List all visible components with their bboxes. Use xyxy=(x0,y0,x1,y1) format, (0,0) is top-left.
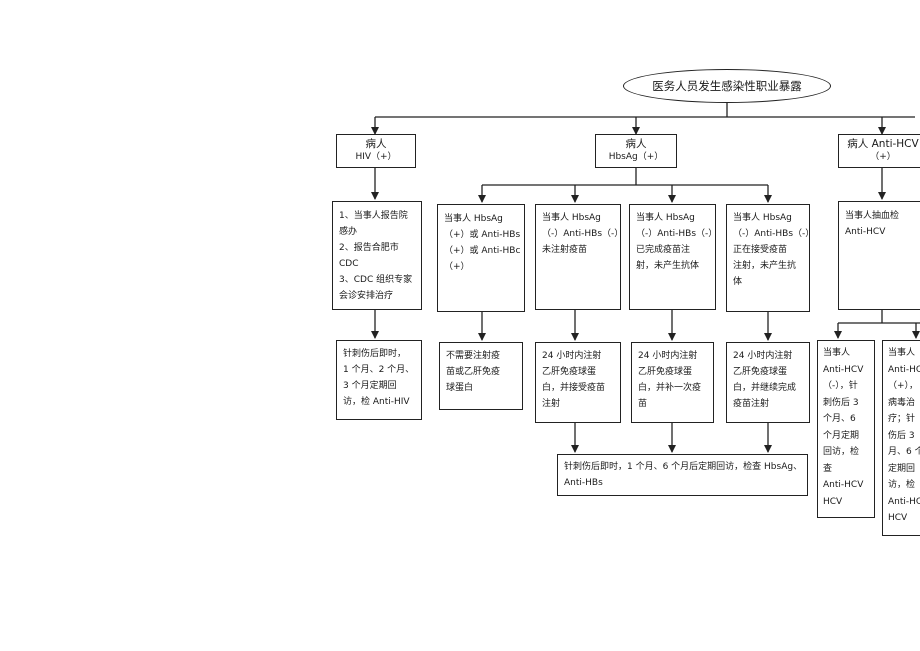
hbv-case-line: （+）或 Anti-HBc xyxy=(444,246,521,256)
hbv-case-line: 已完成疫苗注 xyxy=(636,245,691,255)
hcv-positive-line: 月、6 个 xyxy=(888,447,920,457)
hbv-case-box: 当事人 HbsAg （-）Anti-HBs（-） 正在接受疫苗 注射，未产生抗 … xyxy=(726,204,810,312)
source-hiv-title: 病人 xyxy=(365,138,387,150)
hcv-positive-line: 当事人 xyxy=(888,348,916,358)
hbv-case-line: 注射，未产生抗 xyxy=(733,261,797,271)
hcv-negative-line: 当事人 xyxy=(823,348,851,358)
hbv-action-line: 乙肝免疫球蛋 xyxy=(638,367,693,377)
hbv-action-line: 白，并补一次疫 xyxy=(638,383,702,393)
hbv-case-line: 体 xyxy=(733,277,743,287)
hbv-action-line: 白，并继续完成 xyxy=(733,383,797,393)
hbv-action-line: 24 小时内注射 xyxy=(542,351,602,361)
root-label: 医务人员发生感染性职业暴露 xyxy=(652,79,802,93)
hiv-followup-line: 针刺伤后即时， xyxy=(343,349,407,359)
hiv-followup-line: 3 个月定期回 xyxy=(343,381,397,391)
source-hbsag-title: 病人 xyxy=(625,138,647,150)
hbv-case-line: 当事人 HbsAg xyxy=(636,213,695,223)
hbv-action-box: 不需要注射疫 苗或乙肝免疫 球蛋白 xyxy=(439,342,523,410)
hbv-action-box: 24 小时内注射 乙肝免疫球蛋 白，并继续完成 疫苗注射 xyxy=(726,342,810,423)
hbv-action-line: 苗 xyxy=(638,399,648,409)
hbv-case-box: 当事人 HbsAg （+）或 Anti-HBs （+）或 Anti-HBc （+… xyxy=(437,204,525,312)
hcv-negative-line: （-），针 xyxy=(823,381,858,391)
hbv-case-line: 当事人 HbsAg xyxy=(542,213,601,223)
hcv-positive-box: 当事人 Anti-HC （+）， 病毒治 疗；针 伤后 3 月、6 个 定期回 … xyxy=(882,340,920,536)
hiv-followup-box: 针刺伤后即时， 1 个月、2 个月、 3 个月定期回 访，检 Anti-HIV xyxy=(336,340,422,420)
hbv-case-box: 当事人 HbsAg （-）Anti-HBs（-） 未注射疫苗 xyxy=(535,204,621,310)
hbv-case-line: 当事人 HbsAg xyxy=(444,214,503,224)
hiv-report-line: 感办 xyxy=(339,227,358,237)
hcv-positive-line: （+）， xyxy=(888,381,919,391)
hbv-case-line: 未注射疫苗 xyxy=(542,245,588,255)
source-hiv-sub: HIV（+） xyxy=(355,152,397,162)
hbv-case-line: 当事人 HbsAg xyxy=(733,213,792,223)
hbv-action-line: 乙肝免疫球蛋 xyxy=(542,367,597,377)
hiv-report-line: 会诊安排治疗 xyxy=(339,291,394,301)
source-hbsag-sub: HbsAg（+） xyxy=(608,152,664,162)
hbv-case-line: （+）或 Anti-HBs xyxy=(444,230,521,240)
hcv-positive-line: 伤后 3 xyxy=(888,430,915,441)
hcv-negative-line: Anti-HCV xyxy=(823,480,864,490)
hiv-report-line: 3、CDC 组织专家 xyxy=(339,275,413,285)
hbv-followup-line: 针刺伤后即时，1 个月、6 个月后定期回访，检查 HbsAg、 xyxy=(564,462,803,472)
hbv-action-line: 24 小时内注射 xyxy=(733,351,793,361)
hbv-followup-line: Anti-HBs xyxy=(564,478,603,488)
hbv-action-line: 白，并接受疫苗 xyxy=(542,383,606,393)
hbv-action-box: 24 小时内注射 乙肝免疫球蛋 白，并接受疫苗 注射 xyxy=(535,342,621,423)
hiv-report-line: CDC xyxy=(339,259,359,269)
hcv-positive-line: 病毒治 xyxy=(888,397,916,408)
hbv-action-box: 24 小时内注射 乙肝免疫球蛋 白，并补一次疫 苗 xyxy=(631,342,714,423)
hcv-blood-line: 当事人抽血检 xyxy=(845,211,900,221)
hiv-followup-line: 访，检 Anti-HIV xyxy=(343,397,410,407)
hcv-negative-line: 个月定期 xyxy=(823,430,860,441)
hcv-negative-box: 当事人 Anti-HCV （-），针 刺伤后 3 个月、6 个月定期 回访，检 … xyxy=(817,340,875,518)
root-node: 医务人员发生感染性职业暴露 xyxy=(623,69,831,103)
hbv-action-line: 疫苗注射 xyxy=(733,399,770,409)
source-hiv-box: 病人 HIV（+） xyxy=(336,134,416,168)
hiv-followup-line: 1 个月、2 个月、 xyxy=(343,365,415,375)
hcv-positive-line: 定期回 xyxy=(888,463,916,474)
hiv-report-box: 1、当事人报告院 感办 2、报告合肥市 CDC 3、CDC 组织专家 会诊安排治… xyxy=(332,201,422,310)
hbv-action-line: 球蛋白 xyxy=(446,383,474,393)
hbv-action-line: 乙肝免疫球蛋 xyxy=(733,367,788,377)
hcv-blood-box: 当事人抽血检 Anti-HCV xyxy=(838,201,920,310)
hcv-positive-line: 访，检 xyxy=(888,480,916,490)
hcv-negative-line: 回访，检 xyxy=(823,447,860,457)
hbv-case-line: （-）Anti-HBs（-） xyxy=(636,229,716,239)
source-hbsag-box: 病人 HbsAg（+） xyxy=(595,134,677,168)
hcv-positive-line: 疗；针 xyxy=(888,414,916,424)
source-hcv-title: 病人 Anti-HCV xyxy=(847,138,919,150)
hbv-case-line: （-）Anti-HBs（-） xyxy=(542,229,621,239)
hbv-case-box: 当事人 HbsAg （-）Anti-HBs（-） 已完成疫苗注 射，未产生抗体 xyxy=(629,204,716,310)
hcv-positive-line: Anti-HC xyxy=(888,496,920,507)
hcv-negative-line: HCV xyxy=(823,496,843,507)
hbv-case-line: （+） xyxy=(444,262,470,272)
hbv-case-line: （-）Anti-HBs（-） xyxy=(733,229,810,239)
hiv-report-line: 1、当事人报告院 xyxy=(339,211,408,221)
hbv-followup-box: 针刺伤后即时，1 个月、6 个月后定期回访，检查 HbsAg、 Anti-HBs xyxy=(557,454,808,496)
hbv-action-line: 不需要注射疫 xyxy=(446,351,501,361)
hbv-action-line: 24 小时内注射 xyxy=(638,351,698,361)
hbv-case-line: 正在接受疫苗 xyxy=(733,245,788,255)
hcv-negative-line: 刺伤后 3 xyxy=(823,397,859,408)
source-hcv-sub: （+） xyxy=(870,152,896,162)
hcv-positive-line: Anti-HC xyxy=(888,364,920,375)
hiv-report-line: 2、报告合肥市 xyxy=(339,243,399,253)
hbv-case-line: 射，未产生抗体 xyxy=(636,261,700,271)
hcv-positive-line: HCV xyxy=(888,513,908,523)
hbv-action-line: 苗或乙肝免疫 xyxy=(446,367,501,377)
source-hcv-box: 病人 Anti-HCV （+） xyxy=(838,134,920,168)
hcv-negative-line: 查 xyxy=(823,463,833,474)
hcv-negative-line: Anti-HCV xyxy=(823,364,864,375)
hcv-negative-line: 个月、6 xyxy=(823,414,856,424)
hbv-action-line: 注射 xyxy=(542,399,561,409)
hcv-blood-line: Anti-HCV xyxy=(845,227,886,237)
